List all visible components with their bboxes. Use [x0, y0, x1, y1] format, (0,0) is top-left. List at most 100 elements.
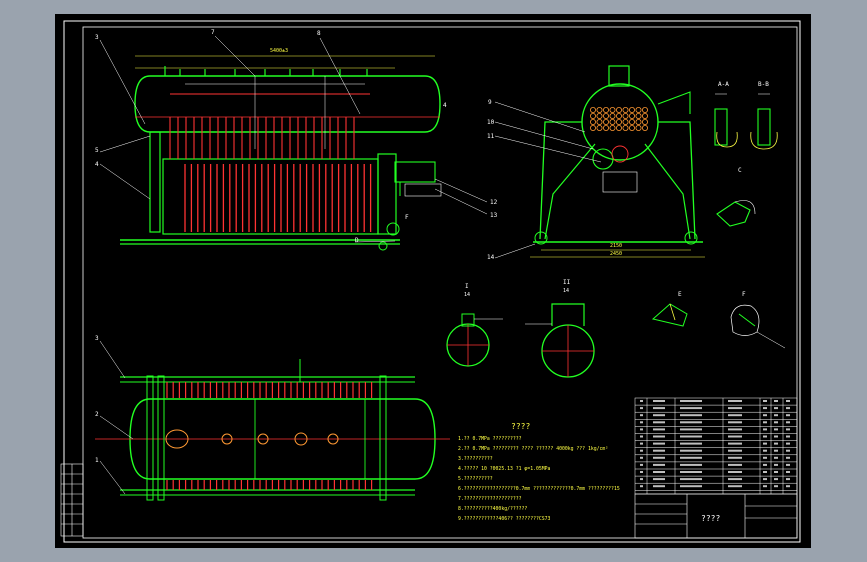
section-label-c: C — [738, 167, 742, 174]
note-line-3: 3.?????????? — [458, 456, 493, 462]
parts-cell-mark — [680, 478, 702, 481]
svg-text:4: 4 — [443, 102, 447, 109]
svg-text:12: 12 — [490, 199, 498, 206]
parts-cell-mark — [680, 456, 702, 459]
parts-cell-mark — [763, 456, 767, 459]
parts-cell-mark — [640, 421, 643, 424]
parts-cell-mark — [680, 414, 702, 417]
svg-text:10: 10 — [487, 119, 495, 126]
parts-cell-mark — [728, 400, 742, 402]
parts-cell-mark — [763, 428, 767, 431]
parts-cell-mark — [728, 449, 742, 452]
parts-cell-mark — [774, 471, 778, 473]
parts-cell-mark — [763, 442, 767, 445]
note-line-4: 4.????? 10 ?0025.13 ?1 φ=1.05MPa — [458, 466, 551, 472]
section-label-ii-scale: 14 — [563, 288, 569, 294]
svg-text:3: 3 — [95, 335, 99, 342]
parts-cell-mark — [774, 442, 778, 445]
svg-text:8: 8 — [317, 30, 321, 37]
parts-cell-mark — [728, 485, 742, 488]
parts-cell-mark — [640, 463, 643, 466]
parts-cell-mark — [774, 414, 778, 417]
parts-cell-mark — [774, 463, 778, 466]
svg-text:14: 14 — [487, 254, 495, 261]
parts-cell-mark — [774, 407, 778, 410]
parts-cell-mark — [680, 442, 702, 445]
parts-cell-mark — [653, 485, 665, 488]
parts-cell-mark — [774, 421, 778, 424]
parts-cell-mark — [786, 442, 790, 445]
pipe-section-views: I 14 II 14 — [446, 279, 595, 378]
detail-sections: A-A B-B C E F — [651, 81, 786, 349]
parts-cell-mark — [763, 414, 767, 417]
parts-cell-mark — [680, 400, 702, 402]
section-label-f: F — [742, 291, 746, 298]
parts-cell-mark — [763, 400, 767, 402]
frame-total-dimension: 2450 — [610, 251, 622, 257]
parts-cell-mark — [653, 435, 665, 438]
parts-cell-mark — [786, 421, 790, 424]
drawing-frame-inner — [82, 26, 798, 539]
svg-text:D: D — [355, 237, 359, 244]
parts-cell-mark — [680, 463, 702, 466]
parts-cell-mark — [680, 428, 702, 431]
parts-cell-mark — [653, 456, 665, 459]
svg-text:11: 11 — [487, 133, 495, 140]
note-line-8: 8.??????????400kg/?????? — [458, 506, 527, 512]
title-block — [634, 493, 798, 539]
parts-cell-mark — [640, 400, 643, 402]
parts-cell-mark — [680, 471, 702, 473]
parts-cell-mark — [653, 471, 665, 473]
drawing-frame-outer — [63, 20, 801, 543]
drawing-title: ???? — [701, 514, 720, 523]
parts-cell-mark — [653, 478, 665, 481]
parts-cell-mark — [728, 435, 742, 438]
parts-cell-mark — [786, 456, 790, 459]
parts-cell-mark — [640, 442, 643, 445]
note-line-5: 5.?????????? — [458, 476, 493, 482]
parts-cell-mark — [640, 471, 643, 473]
parts-cell-mark — [763, 463, 767, 466]
parts-cell-mark — [653, 400, 665, 402]
parts-cell-mark — [653, 428, 665, 431]
parts-cell-mark — [728, 407, 742, 410]
revision-table — [60, 463, 84, 537]
section-label-a: A-A — [718, 81, 729, 88]
parts-cell-mark — [763, 421, 767, 424]
parts-cell-mark — [786, 478, 790, 481]
parts-cell-mark — [728, 471, 742, 473]
parts-cell-mark — [640, 485, 643, 488]
frame-width-dimension: 2150 — [610, 243, 622, 249]
svg-text:F: F — [405, 214, 409, 221]
parts-cell-mark — [774, 449, 778, 452]
parts-list — [634, 397, 798, 495]
parts-cell-mark — [653, 421, 665, 424]
parts-cell-mark — [640, 435, 643, 438]
parts-cell-mark — [728, 456, 742, 459]
parts-cell-mark — [653, 414, 665, 417]
parts-cell-mark — [728, 421, 742, 424]
parts-cell-mark — [774, 435, 778, 438]
parts-cell-mark — [728, 478, 742, 481]
parts-cell-mark — [786, 485, 790, 488]
parts-cell-mark — [774, 485, 778, 488]
svg-text:13: 13 — [490, 212, 498, 219]
parts-cell-mark — [640, 428, 643, 431]
svg-text:2: 2 — [95, 411, 99, 418]
parts-cell-mark — [640, 414, 643, 417]
parts-cell-mark — [653, 449, 665, 452]
section-label-b: B-B — [758, 81, 769, 88]
parts-cell-mark — [763, 485, 767, 488]
section-label-i-scale: 14 — [464, 292, 470, 298]
technical-notes: ???? 1.?? 0.7MPa ?????????? 2.?? 0.7MPa … — [458, 422, 620, 522]
section-label-i: I — [465, 283, 469, 290]
parts-cell-mark — [786, 449, 790, 452]
parts-cell-mark — [763, 478, 767, 481]
svg-text:5: 5 — [95, 147, 99, 154]
parts-cell-mark — [774, 428, 778, 431]
svg-text:7: 7 — [211, 29, 215, 36]
parts-cell-mark — [653, 463, 665, 466]
